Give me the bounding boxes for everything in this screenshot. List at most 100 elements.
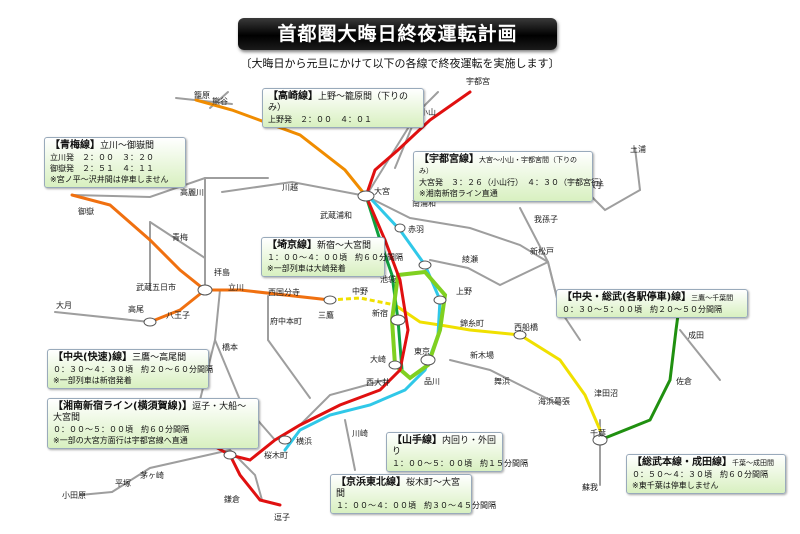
page-subtitle: 〔大晦日から元旦にかけて以下の各線で終夜運転を実施します〕 [240,57,560,70]
station-zushi: 逗子 [274,513,290,522]
station-kawasaki: 川崎 [352,428,368,438]
shonan-line-1: ※一部の大宮方面行は宇都宮線へ直通 [53,436,188,445]
station-odawara: 小田原 [62,491,86,500]
station-shin-matsudo: 新松戸 [530,246,554,256]
takasaki-name: 【高崎線】 [268,91,318,102]
station-soga: 蘇我 [582,482,598,492]
yamanote-name: 【山手線】 [392,435,442,446]
station-minami-urawa: 南浦和 [412,198,436,208]
station-komagawa: 高麗川 [180,187,204,197]
sobu-line-0: ０：３０～５：００頃 約２０～５０分間隔 [562,305,722,314]
station-kumagaya: 熊谷 [212,96,228,106]
station-shinagawa: 品川 [424,377,440,386]
station-shin-kiba: 新木場 [470,350,494,360]
station-musashi-itsukaichi: 武蔵五日市 [136,282,176,292]
station-kamakura: 鎌倉 [224,494,240,504]
utsunomiya-line-1: ※湘南新宿ライン直通 [419,189,498,198]
shonan-info-box: 【湘南新宿ライン(横須賀線)】逗子・大船～大宮間 ０：００～５：００頃 約６０分… [47,398,259,449]
station-tsudanuma: 津田沼 [594,388,618,398]
narita-route: 千葉～成田間 [732,459,774,467]
chuo-rapid-line-0: ０：３０～４：３０頃 約２０～６０分間隔 [53,365,213,374]
chuo-rapid-name: 【中央(快速)線】 [53,352,133,363]
saikyo-info-box: 【埼京線】新宿～大宮間 １：００～４：００頃 約６０分間隔 ※一部列車は大崎発着 [261,237,403,277]
station-ayase: 綾瀬 [462,254,478,264]
saikyo-line-0: １：００～４：００頃 約６０分間隔 [267,253,403,262]
station-markers [143,190,608,460]
station-takao: 高尾 [128,304,144,314]
keihin-info-box: 【京浜東北線】桜木町～大宮間 １：００～４：００頃 約３０～４５分間隔 [330,474,496,514]
station-osaki: 大崎 [370,354,386,364]
station-kinshicho: 錦糸町 [460,318,484,328]
station-akabane: 赤羽 [408,225,424,234]
station-omiya: 大宮 [374,186,390,196]
station-maihama: 舞浜 [494,376,510,386]
station-oyama: 小山 [420,107,436,117]
yamanote-info-box: 【山手線】内回り・外回り １：００～５：００頃 約１５分間隔 [386,432,528,472]
keihin-line-0: １：００～４：００頃 約３０～４５分間隔 [336,501,496,510]
takasaki-line-0: 上野発 ２：００ ４：０１ [268,115,372,124]
station-chiba: 千葉 [590,428,606,438]
keihin-name: 【京浜東北線】 [336,477,406,488]
station-narita: 成田 [688,330,704,340]
page-title: 首都圏大晦日終夜運転計画 [238,18,557,50]
saikyo-line-1: ※一部列車は大崎発着 [267,264,346,273]
station-sakura: 佐倉 [676,376,692,386]
station-labels: 籠原 熊谷 宇都宮 小山 大宮 川越 高麗川 御嶽 青梅 拝島 武蔵五日市 立川… [56,76,704,522]
shonan-route: 逗子・大船～大宮間 [53,402,247,423]
station-ikebukuro: 池袋 [380,274,396,284]
narita-line-1: ※東千葉は停車しません [632,481,719,490]
station-tokyo: 東京 [414,346,430,356]
takasaki-route: 上野～籠原間（下りのみ） [268,92,409,113]
station-nakano: 中野 [352,286,368,296]
station-haijima: 拝島 [214,267,230,277]
station-shinjuku: 新宿 [372,308,388,318]
station-utsunomiya: 宇都宮 [466,76,490,86]
ome-line-0: 立川発 ２：００ ３：２０ [50,153,154,162]
station-ome: 青梅 [172,232,188,242]
station-mitake: 御嶽 [78,206,94,216]
station-ueno: 上野 [456,287,472,296]
takasaki-info-box: 【高崎線】上野～籠原間（下りのみ） 上野発 ２：００ ４：０１ [262,88,424,128]
ome-chuo-line [70,193,332,324]
station-toride: 取手 [588,180,604,190]
station-tachikawa: 立川 [228,282,244,292]
narita-name: 【総武本線・成田線】 [632,457,732,468]
station-otsuki: 大月 [56,300,72,310]
sobu-route: 三鷹～千葉間 [691,294,734,302]
yamanote-line-0: １：００～５：００頃 約１５分間隔 [392,459,528,468]
saikyo-name: 【埼京線】 [267,240,317,251]
utsunomiya-info-box: 【宇都宮線】大宮～小山・宇都宮間（下りのみ） 大宮発 ３：２６（小山行） ４：３… [413,151,607,202]
utsunomiya-line-0: 大宮発 ３：２６（小山行） ４：３０（宇都宮行） [419,178,607,187]
saikyo-route: 新宿～大宮間 [317,241,372,251]
chuo-rapid-info-box: 【中央(快速)線】三鷹～高尾間 ０：３０～４：３０頃 約２０～６０分間隔 ※一部… [47,349,213,389]
station-kaihin-makuhari: 海浜幕張 [538,396,570,406]
station-yokohama: 横浜 [296,436,312,446]
station-kawagoe: 川越 [282,182,298,192]
station-sakuragicho: 桜木町 [264,450,288,460]
sobu-name: 【中央・総武(各駅停車)線】 [562,292,692,303]
narita-line-0: ０：５０～４：３０頃 約６０分間隔 [632,470,768,479]
utsunomiya-route: 大宮～小山・宇都宮間（下りのみ） [419,156,577,175]
takasaki-line [194,98,368,198]
sobu-line [393,303,602,432]
utsunomiya-name: 【宇都宮線】 [419,154,479,165]
narita-info-box: 【総武本線・成田線】千葉～成田間 ０：５０～４：３０頃 約６０分間隔 ※東千葉は… [626,454,786,494]
shonan-line-0: ０：００～５：００頃 約６０分間隔 [53,425,189,434]
station-fuchu-honmachi: 府中本町 [270,316,302,326]
chuo-rapid-line-1: ※一部列車は新宿発着 [53,376,132,385]
narita-line [598,298,682,442]
station-hiratsuka: 平塚 [115,479,131,488]
keihin-line [283,198,442,452]
yamanote-route: 内回り・外回り [392,436,497,457]
utsunomiya-line [364,90,472,198]
shonan-name: 【湘南新宿ライン(横須賀線)】 [53,401,193,412]
station-nishi-funabashi: 西船橋 [514,322,538,332]
chuo-rapid-dashed [329,296,396,307]
station-chigasaki: 茅ヶ崎 [140,470,164,480]
ome-route: 立川～御嶽間 [100,141,155,151]
station-hachioji: 八王子 [166,311,190,320]
station-mitaka: 三鷹 [318,310,334,320]
station-musashi-urawa: 武蔵浦和 [320,210,352,220]
ome-info-box: 【青梅線】立川～御嶽間 立川発 ２：００ ３：２０ 御嶽発 ２：５１ ４：１１ … [44,137,186,188]
chuo-rapid-route: 三鷹～高尾間 [132,353,187,363]
